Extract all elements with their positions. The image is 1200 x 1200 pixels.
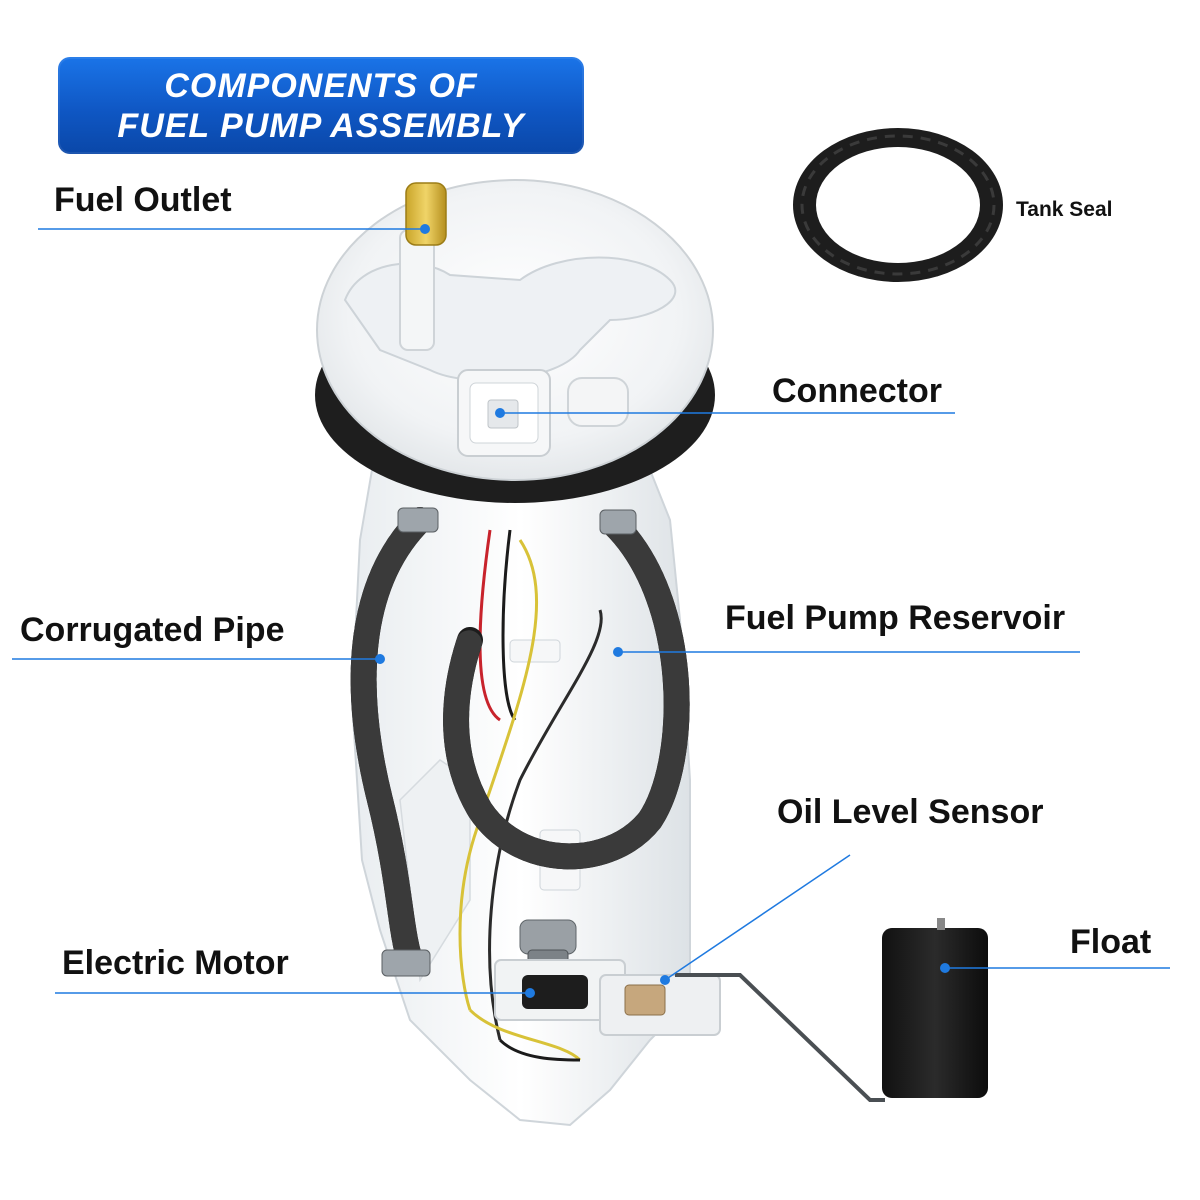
float-assembly: [675, 918, 988, 1102]
title-line-1: COMPONENTS OF: [164, 67, 478, 105]
label-fuel-outlet: Fuel Outlet: [54, 181, 232, 219]
label-connector: Connector: [772, 372, 942, 410]
corrugated-pipes: [350, 507, 690, 977]
label-oil-level-sensor: Oil Level Sensor: [777, 793, 1044, 831]
fuel-outlet-nipple: [399, 182, 447, 351]
label-electric-motor: Electric Motor: [62, 944, 289, 982]
leader-lines: [12, 224, 1170, 998]
title-line-2: FUEL PUMP ASSEMBLY: [117, 107, 525, 145]
electric-motor: [494, 919, 721, 1036]
label-fuel-pump-reservoir: Fuel Pump Reservoir: [725, 599, 1066, 637]
label-tank-seal: Tank Seal: [1016, 198, 1113, 221]
label-corrugated-pipe: Corrugated Pipe: [20, 611, 285, 649]
label-float: Float: [1070, 923, 1152, 961]
tank-seal-ring: [793, 128, 1003, 282]
title-banner: COMPONENTS OF FUEL PUMP ASSEMBLY: [58, 57, 584, 154]
leader-oil-level-sensor: [664, 854, 851, 981]
